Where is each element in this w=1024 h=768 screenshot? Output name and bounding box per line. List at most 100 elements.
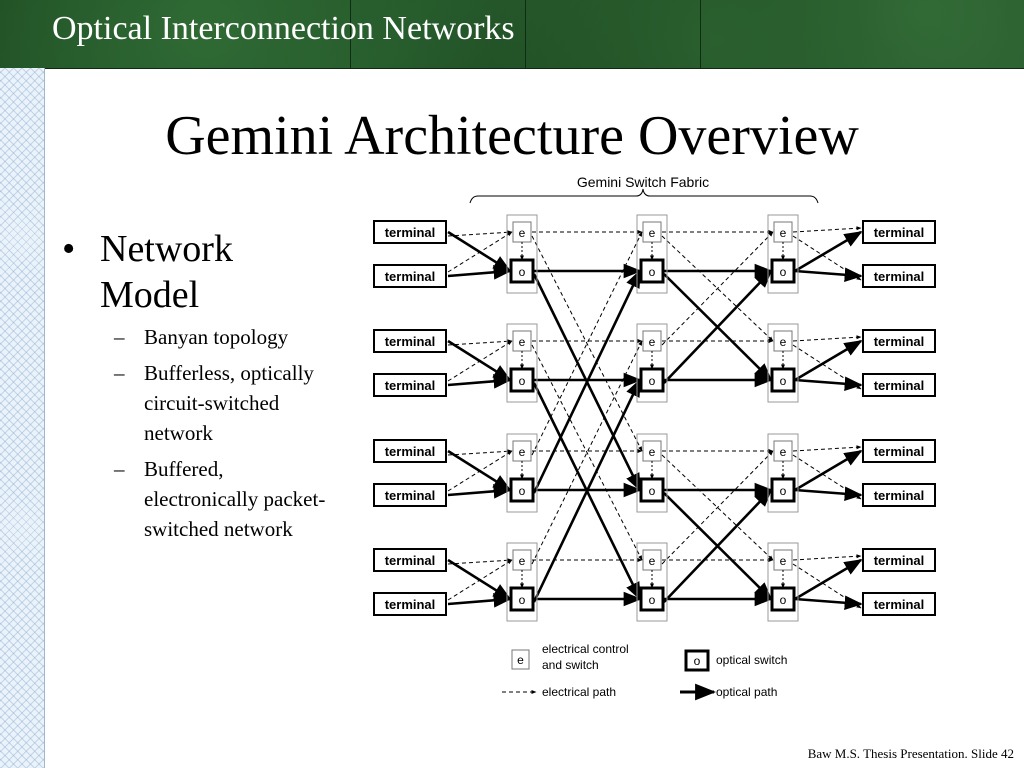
optical-path: [794, 486, 863, 502]
output-terminal-label: terminal: [874, 553, 925, 568]
output-terminal: [862, 373, 936, 397]
optical-path: [794, 558, 863, 601]
output-terminal-label: terminal: [874, 225, 925, 240]
legend-e-text: e: [517, 653, 524, 667]
optical-path: [663, 269, 773, 384]
optical-path: [794, 339, 863, 382]
bullet-marker: •: [62, 228, 76, 270]
optical-switch-box: [509, 586, 535, 612]
output-terminal: [862, 329, 936, 353]
electrical-switch-label: e: [649, 335, 656, 349]
electrical-switch-label: e: [649, 554, 656, 568]
subbullet-list: – Banyan topology – Bufferless, opticall…: [114, 322, 332, 544]
electrical-path: [447, 230, 513, 237]
switch-module: [767, 542, 799, 622]
optical-switch-box: [639, 586, 665, 612]
switch-module: [767, 323, 799, 403]
subbullet-item: – Buffered, electronically packet-switch…: [114, 454, 332, 544]
legend-electrical-path: electrical path: [542, 685, 616, 699]
electrical-path: [661, 231, 774, 346]
subbullet-marker: –: [114, 325, 125, 349]
input-terminal-label: terminal: [385, 553, 436, 568]
electrical-path: [792, 554, 862, 561]
optical-path: [447, 374, 512, 389]
output-terminal-label: terminal: [874, 334, 925, 349]
input-terminal-label: terminal: [385, 444, 436, 459]
legend-optical-switch: optical switch: [716, 653, 787, 667]
optical-path: [794, 230, 863, 273]
switch-module: [506, 433, 538, 513]
optical-switch-label: o: [780, 265, 787, 279]
subbullet-text: Bufferless, optically circuit-switched n…: [144, 361, 314, 445]
optical-path: [794, 376, 863, 392]
subbullet-text: Buffered, electronically packet-switched…: [144, 457, 326, 541]
input-terminal: [373, 373, 447, 397]
switch-module: [506, 214, 538, 294]
electrical-path: [531, 344, 643, 561]
switch-module: [636, 542, 668, 622]
electrical-path: [447, 339, 513, 346]
optical-switch-label: o: [649, 374, 656, 388]
switch-module: [506, 542, 538, 622]
switch-module: [506, 323, 538, 403]
optical-path: [447, 593, 512, 608]
electrical-path: [447, 449, 513, 456]
input-terminal-label: terminal: [385, 378, 436, 393]
optical-path: [663, 488, 773, 603]
input-terminal: [373, 483, 447, 507]
electrical-path: [447, 559, 513, 601]
electrical-switch-label: e: [780, 445, 787, 459]
optical-path: [447, 449, 512, 492]
optical-path: [532, 378, 642, 603]
input-terminal: [373, 220, 447, 244]
optical-switch-box: [639, 258, 665, 284]
optical-path: [794, 449, 863, 492]
legend-e-box: [511, 649, 530, 670]
electrical-switch-label: e: [519, 445, 526, 459]
input-terminal: [373, 439, 447, 463]
electrical-path: [661, 454, 774, 561]
output-terminal-label: terminal: [874, 378, 925, 393]
legend: e electrical control and switch o optica…: [502, 642, 787, 701]
switch-module: [636, 214, 668, 294]
optical-switch-label: o: [780, 374, 787, 388]
optical-switch-label: o: [649, 265, 656, 279]
footer-text: Baw M.S. Thesis Presentation. Slide 42: [807, 746, 1014, 761]
output-terminal: [862, 439, 936, 463]
optical-switch-box: [770, 586, 796, 612]
legend-optical-path: optical path: [716, 685, 777, 699]
header-divider: [350, 0, 351, 68]
optical-path: [794, 595, 863, 611]
optical-switch-label: o: [649, 593, 656, 607]
switch-module: [636, 433, 668, 513]
input-terminal: [373, 329, 447, 353]
electrical-switch-label: e: [519, 335, 526, 349]
bullet-text: Network Model: [100, 228, 233, 316]
optical-switch-label: o: [780, 484, 787, 498]
subbullet-marker: –: [114, 457, 125, 481]
electrical-switch-label: e: [649, 226, 656, 240]
electrical-path: [661, 235, 774, 342]
electrical-switch-label: e: [780, 335, 787, 349]
electrical-path: [447, 231, 513, 273]
electrical-path: [447, 340, 513, 382]
electrical-switch-label: e: [519, 226, 526, 240]
subbullet-marker: –: [114, 361, 125, 385]
bullet-list: • Network Model – Banyan topology – Buff…: [62, 226, 332, 550]
electrical-switch-label: e: [649, 445, 656, 459]
electrical-path: [447, 558, 513, 565]
optical-switch-label: o: [519, 265, 526, 279]
optical-path: [447, 230, 512, 273]
optical-switch-label: o: [519, 484, 526, 498]
optical-switch-box: [509, 367, 535, 393]
switch-module: [767, 433, 799, 513]
optical-switch-box: [509, 477, 535, 503]
optical-path: [447, 265, 512, 280]
optical-switch-box: [770, 477, 796, 503]
optical-switch-label: o: [780, 593, 787, 607]
electrical-path: [792, 226, 862, 233]
optical-switch-box: [770, 258, 796, 284]
header-bar: Optical Interconnection Networks: [0, 0, 1024, 69]
input-terminal: [373, 592, 447, 616]
switch-module: [767, 214, 799, 294]
